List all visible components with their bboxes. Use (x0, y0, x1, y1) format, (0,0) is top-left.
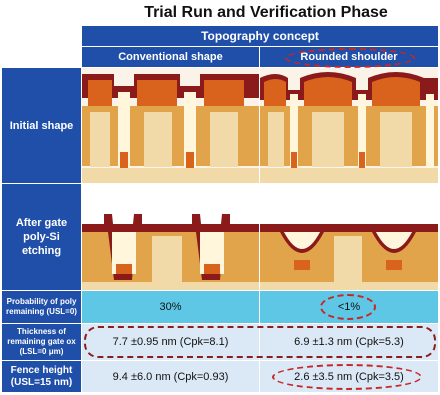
thick-row-highlight (84, 326, 436, 358)
label-fence-text: Fence height (USL=15 nm) (10, 364, 73, 388)
label-thick-text: Thickness of remaining gate ox (LSL=0 μm… (7, 327, 76, 356)
prob-col2-highlight (320, 294, 376, 320)
label-after-gate-text: After gate poly-Si etching (15, 217, 68, 257)
prob-col1-cell: 30% (82, 291, 259, 323)
label-prob-text: Probability of poly remaining (USL=0) (6, 297, 77, 316)
col1-header-label: Conventional shape (118, 51, 223, 63)
concept-header: Topography concept (82, 26, 438, 46)
after-gate-rounded-image (260, 184, 438, 290)
after-gate-rounded-diagram (260, 184, 438, 290)
col1-header: Conventional shape (82, 47, 259, 67)
label-fence: Fence height (USL=15 nm) (2, 361, 81, 392)
label-thick: Thickness of remaining gate ox (LSL=0 μm… (2, 324, 81, 360)
comparison-table: Topography concept Conventional shape Ro… (2, 26, 438, 392)
label-initial: Initial shape (2, 68, 81, 183)
thick-col2-value: 6.9 ±1.3 nm (Cpk=5.3) (294, 336, 404, 348)
fence-col1-cell: 9.4 ±6.0 nm (Cpk=0.93) (82, 361, 259, 392)
initial-conventional-diagram (82, 68, 259, 183)
label-after-gate: After gate poly-Si etching (2, 184, 81, 290)
thick-col1-value: 7.7 ±0.95 nm (Cpk=8.1) (112, 336, 229, 348)
initial-conventional-image (82, 68, 259, 183)
col2-header-highlight (285, 48, 415, 68)
prob-col1-value: 30% (159, 301, 182, 313)
after-gate-conventional-image (82, 184, 259, 290)
thick-col1-cell: 7.7 ±0.95 nm (Cpk=8.1) (82, 324, 259, 360)
thick-col2-cell: 6.9 ±1.3 nm (Cpk=5.3) (260, 324, 438, 360)
initial-rounded-diagram (260, 68, 438, 183)
after-gate-conventional-diagram (82, 184, 259, 290)
label-initial-text: Initial shape (9, 119, 74, 132)
initial-rounded-image (260, 68, 438, 183)
fence-col1-value: 9.4 ±6.0 nm (Cpk=0.93) (112, 370, 229, 383)
label-prob: Probability of poly remaining (USL=0) (2, 291, 81, 323)
page-title: Trial Run and Verification Phase (144, 4, 388, 21)
fence-col2-highlight (272, 364, 422, 390)
concept-header-label: Topography concept (201, 29, 319, 43)
